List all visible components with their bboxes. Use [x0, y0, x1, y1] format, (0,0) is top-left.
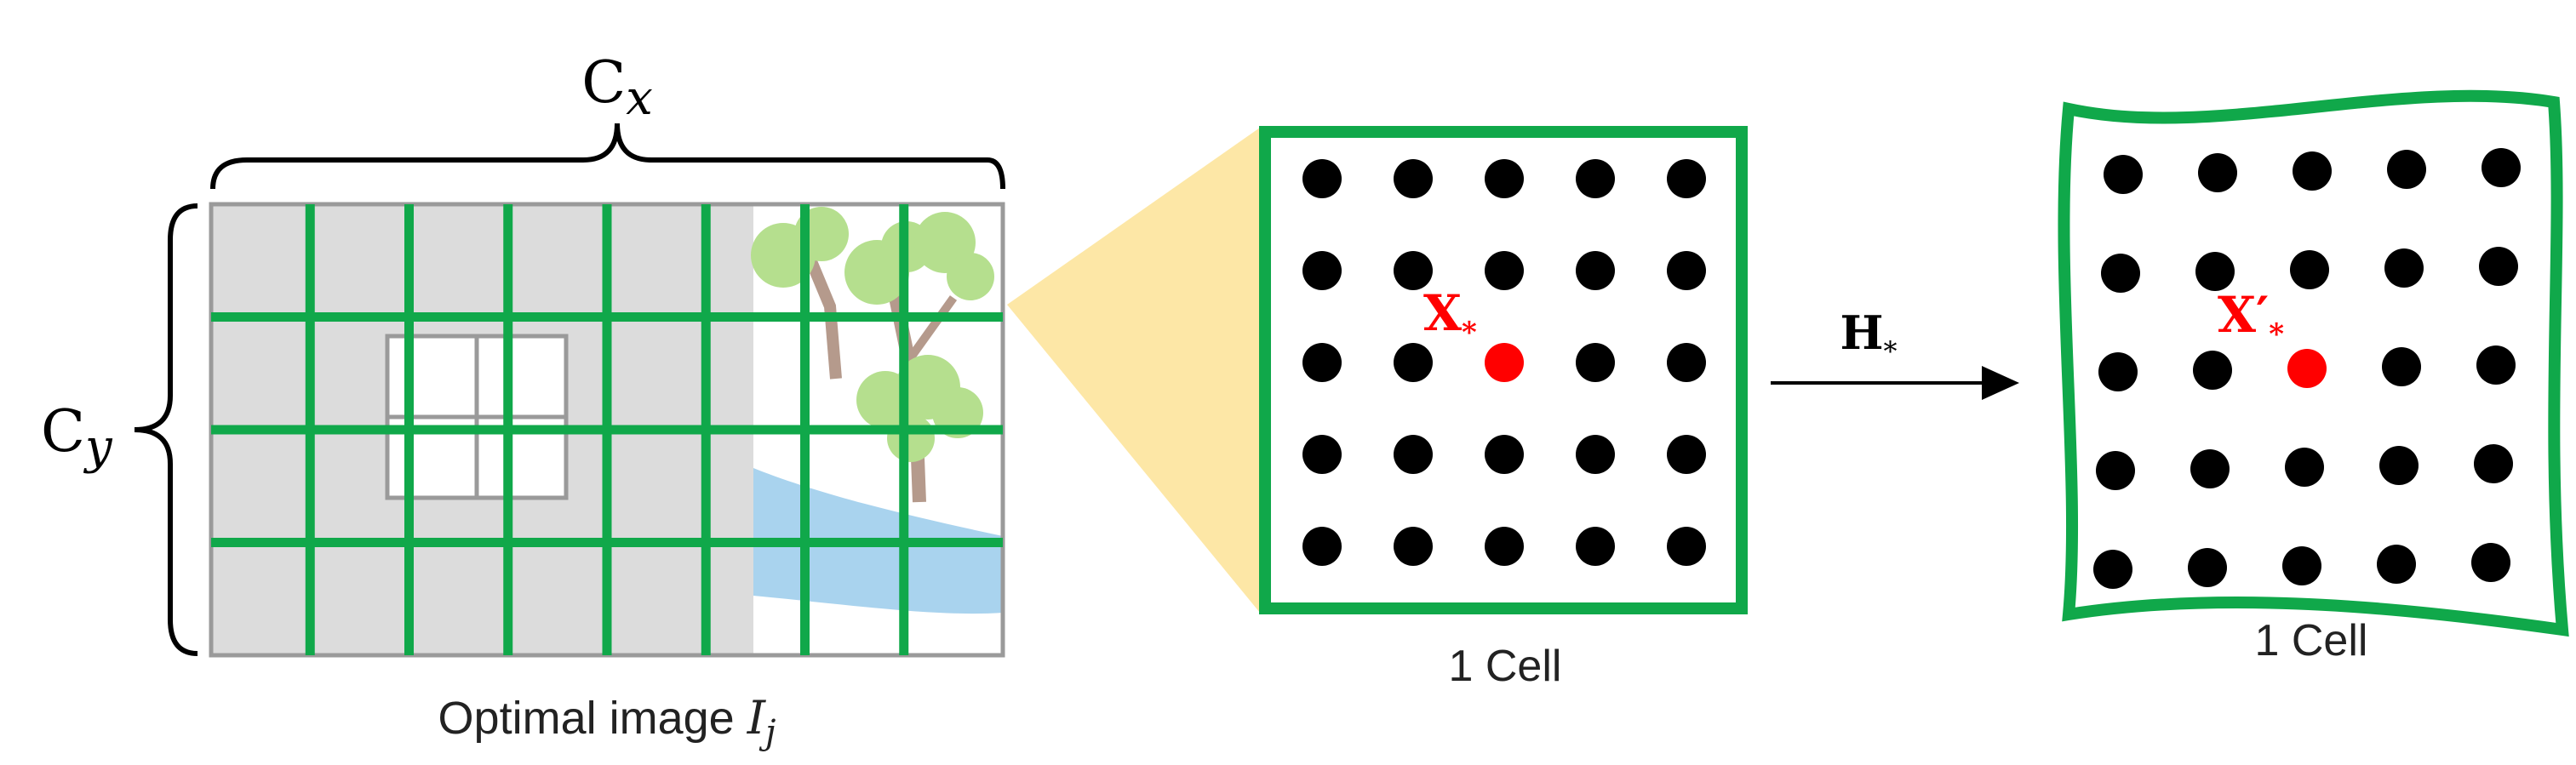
warped-cell-dots	[2093, 148, 2521, 589]
grid-point	[1576, 159, 1615, 198]
grid-point	[1302, 435, 1342, 474]
grid-point	[1302, 527, 1342, 566]
cell-caption-right: 1 Cell	[2255, 616, 2368, 665]
grid-point	[2482, 148, 2521, 187]
grid-lines	[211, 204, 1003, 655]
point-x-label: X*	[1423, 284, 1477, 350]
grid-point	[2384, 248, 2424, 288]
cell-dots	[1302, 159, 1706, 566]
tree-canopy	[947, 253, 994, 300]
grid-point	[1394, 527, 1433, 566]
grid-point	[1576, 251, 1615, 290]
grid-point	[2471, 543, 2510, 582]
grid-point	[1302, 251, 1342, 290]
grid-point	[2282, 546, 2321, 585]
grid-point	[1576, 435, 1615, 474]
grid-point	[2285, 448, 2324, 487]
grid-point	[1667, 251, 1706, 290]
window-outline	[385, 334, 569, 500]
grid-point	[2377, 545, 2416, 584]
grid-point	[2188, 548, 2227, 587]
grid-point	[2101, 254, 2140, 293]
grid-point	[2193, 351, 2232, 390]
transform-label: H*	[1840, 305, 1897, 368]
top-brace	[210, 123, 1005, 190]
optimal-image-caption: Optimal image Ij	[438, 691, 776, 752]
grid-point	[2479, 247, 2518, 286]
grid-point	[2195, 252, 2235, 291]
grid-point	[2096, 451, 2135, 490]
highlighted-point	[1485, 343, 1524, 382]
grid-point	[2290, 250, 2329, 289]
grid-point	[1485, 527, 1524, 566]
grid-point	[1485, 435, 1524, 474]
grid-point	[2387, 150, 2426, 189]
zoom-cone	[1007, 128, 1260, 613]
optimal-image	[209, 202, 1005, 658]
cy-label: Cy	[41, 398, 113, 475]
cell-caption-left: 1 Cell	[1449, 642, 1562, 691]
grid-point	[1576, 527, 1615, 566]
grid-point	[1394, 435, 1433, 474]
grid-point	[2382, 347, 2421, 386]
grid-point	[2293, 151, 2332, 191]
tree-trunk	[803, 253, 842, 380]
grid-point	[1667, 527, 1706, 566]
tree-branch	[907, 295, 958, 360]
grid-point	[1667, 435, 1706, 474]
grid-point	[2476, 345, 2516, 385]
grid-point	[1302, 343, 1342, 382]
cx-label: Cx	[581, 49, 653, 126]
grid-point	[1667, 343, 1706, 382]
grid-point	[1485, 251, 1524, 290]
grid-point	[1576, 343, 1615, 382]
grid-point	[2093, 550, 2132, 589]
left-brace	[134, 203, 198, 656]
tree-canopy	[887, 414, 935, 462]
grid-point	[1394, 343, 1433, 382]
grid-point	[2098, 352, 2138, 391]
grid-point	[2198, 153, 2237, 192]
grid-point	[2104, 155, 2143, 194]
transform-arrow-head	[1982, 366, 2019, 400]
grid-point	[2190, 449, 2230, 488]
grid-point	[1485, 159, 1524, 198]
grid-point	[2474, 444, 2513, 483]
grid-point	[1667, 159, 1706, 198]
highlighted-point	[2287, 349, 2327, 388]
grid-point	[1302, 159, 1342, 198]
grid-point	[1394, 159, 1433, 198]
point-xprime-label: X′*	[2218, 286, 2284, 351]
grid-point	[2379, 446, 2419, 485]
grid-point	[1394, 251, 1433, 290]
